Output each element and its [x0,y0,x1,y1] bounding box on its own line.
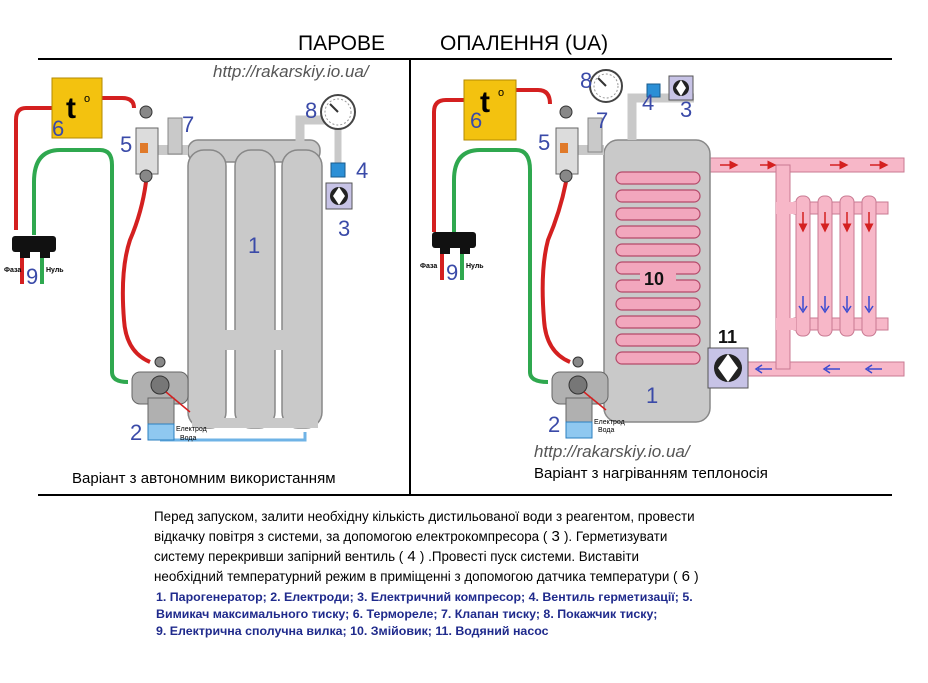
instructions-line-4: необхідний температурний режим в приміще… [154,567,794,587]
pressure-gauge [320,94,356,130]
right-diagram [432,69,905,439]
water-pump [707,347,749,389]
label-10: 10 [644,269,664,289]
thermo-relay [51,77,103,139]
title-right: ОПАЛЕННЯ (UA) [440,32,609,55]
neutral-wire [32,148,129,384]
thermo-relay-right [463,79,517,141]
neutral-wire-right [452,148,549,384]
instructions-line-4a: необхідний температурний режим в приміще… [154,569,678,584]
label-2: 2 [130,420,142,445]
pressure-valve [167,117,183,155]
instructions-line-2a: відкачку повітря з системи, за допомогою… [154,529,548,544]
instructions: Перед запуском, залити необхідну кількіс… [154,507,794,587]
phase-wire-right [432,98,464,232]
sealing-valve-right [646,83,661,98]
legend-line-1: 1. Парогенератор; 2. Електроди; 3. Елект… [156,590,693,604]
power-plug-right [432,232,476,280]
url-right[interactable]: http://rakarskiy.io.ua/ [534,442,690,461]
pressure-gauge-right [589,69,623,103]
legend-line-3: 9. Електрична сполучна вилка; 10. Змійов… [156,624,549,638]
legend: 1. Парогенератор; 2. Електроди; 3. Елект… [156,589,796,640]
label-4: 4 [356,158,368,183]
electrode-label: Електрод [176,426,207,433]
steam-generator-right [551,356,609,439]
coil-label-bg [640,264,676,288]
heating-coil [615,171,701,365]
sensor-superscript: o [84,93,90,105]
sensor-superscript-right: o [498,87,504,99]
instructions-ref-6: 6 [677,568,695,585]
plug-phase-label: Фаза [4,267,21,274]
label-9: 9 [26,264,38,289]
label-8-right: 8 [580,68,592,93]
pressure-valve-right [587,117,603,153]
label-9-right: 9 [446,260,458,285]
label-3: 3 [338,216,350,241]
steam-generator [131,356,191,441]
title-left: ПАРОВЕ [298,32,385,55]
boiler-body [187,139,323,429]
instructions-line-4b: ) [694,569,699,584]
pressure-switch-right [555,105,579,183]
label-1-right: 1 [646,383,658,408]
label-3-right: 3 [680,97,692,122]
compressor-right [668,75,694,101]
instructions-line-3b: ) .Провесті пуск системи. Виставіти [419,549,640,564]
electrode-label-right: Електрод [594,419,625,426]
sensor-symbol-right: t [480,86,490,119]
number-labels: 1 2 3 4 5 6 7 8 9 1 2 3 4 5 6 7 8 9 [26,68,692,445]
caption-left: Варіант з автономним використанням [72,470,336,487]
plug-phase-label-right: Фаза [420,263,437,270]
plug-neutral-label: Нуль [46,267,64,274]
label-5-right: 5 [538,130,550,155]
label-5: 5 [120,132,132,157]
legend-line-2: Вимикач максимального тиску; 6. Терморел… [156,607,658,621]
label-4-right: 4 [642,90,654,115]
instructions-ref-4: 4 [403,548,420,565]
url-left[interactable]: http://rakarskiy.io.ua/ [213,62,369,81]
pressure-switch [135,105,159,183]
sensor-wire-red [102,96,136,109]
phase-wire [14,106,52,230]
instructions-line-2b: ). Герметизувати [563,529,668,544]
instructions-line-3a: систему перекривши запірний вентиль ( [154,549,404,564]
compressor [325,182,353,210]
label-7: 7 [182,112,194,137]
label-11: 11 [718,327,737,347]
label-1: 1 [248,233,260,258]
instructions-line-2: відкачку повітря з системи, за допомогою… [154,527,794,547]
caption-right: Варіант з нагріванням теплоносія [534,465,768,482]
water-channel [160,432,307,442]
water-label: Вода [180,435,196,442]
water-label-right: Вода [598,427,614,434]
label-7-right: 7 [596,108,608,133]
instructions-line-3: систему перекривши запірний вентиль ( 4 … [154,547,794,567]
instructions-ref-3: 3 [547,528,564,545]
power-plug [12,236,56,284]
electrode-wire [120,181,151,364]
label-2-right: 2 [548,412,560,437]
plug-neutral-label-right: Нуль [466,263,484,270]
label-8: 8 [305,98,317,123]
sealing-valve [330,162,346,178]
sensor-symbol: t [66,92,76,125]
instructions-line-1: Перед запуском, залити необхідну кількіс… [154,509,695,524]
left-diagram [12,77,356,442]
label-6: 6 [52,116,64,141]
label-6-right: 6 [470,108,482,133]
